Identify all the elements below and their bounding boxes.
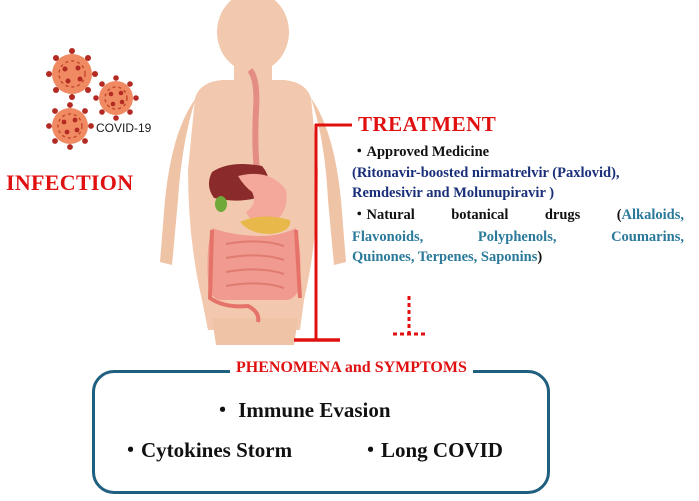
- flavonoids-label: Flavonoids,: [352, 229, 424, 245]
- treatment-title: TREATMENT: [358, 112, 497, 136]
- natural-drugs-line-2: Flavonoids, Polyphenols, Coumarins,: [352, 228, 684, 247]
- approved-drugs-line-2: Remdesivir and Molunupiravir ): [352, 185, 555, 201]
- natural-word: ・Natural: [352, 207, 415, 223]
- symptom-long-covid: ・Long COVID: [360, 438, 503, 462]
- symptoms-title: PHENOMENA and SYMPTOMS: [230, 359, 473, 377]
- covid-19-label: COVID-19: [96, 121, 152, 135]
- quinones-terpenes-saponins-label: Quinones, Terpenes, Saponins: [352, 249, 538, 265]
- drugs-word: drugs: [544, 207, 581, 223]
- virus-icon: [46, 102, 94, 150]
- approved-medicine-heading: ・Approved Medicine: [352, 144, 490, 160]
- symptom-cytokines-storm: ・Cytokines Storm: [120, 438, 293, 462]
- virus-icon: [93, 75, 139, 121]
- polyphenols-label: Polyphenols,: [477, 229, 557, 245]
- natural-drugs-line-3: Quinones, Terpenes, Saponins): [352, 248, 542, 267]
- digestive-organs: [207, 68, 302, 323]
- natural-first-item: (Alkaloids,: [617, 206, 684, 225]
- coumarins-label: Coumarins,: [611, 229, 684, 245]
- infection-label: INFECTION: [6, 170, 134, 195]
- symptom-immune-evasion: ・ Immune Evasion: [212, 398, 391, 422]
- virus-icon: [46, 48, 98, 100]
- open-paren: (: [616, 207, 622, 223]
- coronavirus-particles: [46, 48, 139, 150]
- inhibition-connector: [294, 123, 352, 342]
- natural-drugs-heading: ・Natural botanical drugs (Alkaloids,: [352, 206, 684, 225]
- approved-drugs-line-1: (Ritonavir-boosted nirmatrelvir (Paxlovi…: [352, 165, 620, 181]
- dotted-inhibition-connector: [393, 296, 426, 336]
- alkaloids-label: Alkaloids,: [621, 207, 684, 223]
- botanical-word: botanical: [451, 207, 509, 223]
- close-paren: ): [537, 249, 543, 265]
- symptoms-box: [92, 370, 550, 494]
